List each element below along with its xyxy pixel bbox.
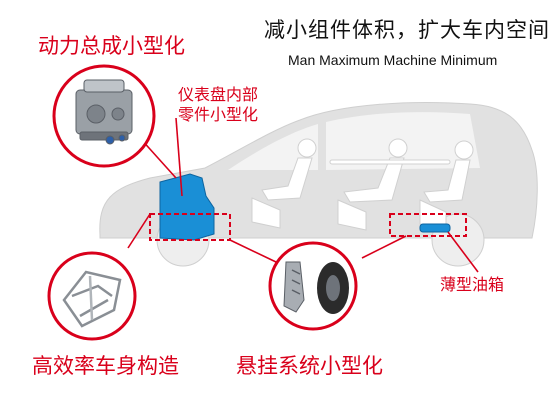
leader-fuel-right [447,231,479,273]
leader-fuel-left [361,235,407,259]
suspension-icon [283,261,349,314]
fuel-tank-label: 薄型油箱 [440,275,505,294]
engine-icon [75,79,133,145]
front-dashed-box [149,213,231,241]
occupants [251,138,474,231]
powertrain-label: 动力总成小型化 [38,34,185,58]
dashboard-label-line1: 仪表盘内部 [178,85,259,104]
body-structure-label: 高效率车身构造 [32,354,179,378]
car-window [228,124,318,170]
body-frame-icon [62,270,122,328]
powertrain-block [159,173,215,241]
rear-dashed-box [389,213,467,237]
dashboard-label-line2: 零件小型化 [178,105,259,124]
fuel-tank-marker [419,223,451,233]
main-subtitle: Man Maximum Machine Minimum [288,52,498,68]
leader-dashboard [175,117,183,197]
main-title: 减小组件体积，扩大车内空间 [264,18,550,42]
suspension-label: 悬挂系统小型化 [236,354,383,378]
leader-suspension [229,239,277,263]
leader-body [127,213,151,249]
